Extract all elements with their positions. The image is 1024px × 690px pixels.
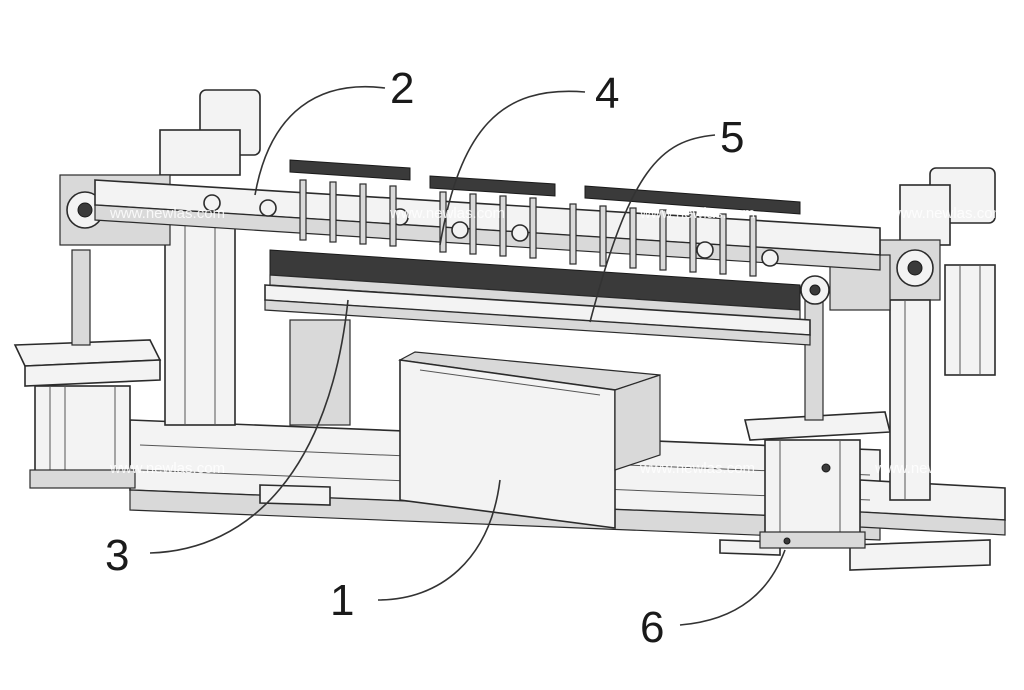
leader-2 bbox=[254, 86, 386, 196]
watermark-5: www.newlas.com bbox=[109, 460, 225, 477]
watermark-3: www.newlas.com bbox=[639, 205, 755, 222]
clamp-array bbox=[264, 159, 811, 346]
leader-3 bbox=[149, 299, 349, 554]
main-beam bbox=[94, 179, 881, 271]
clamp-posts bbox=[299, 179, 757, 277]
callout-1: 1 bbox=[330, 576, 354, 625]
watermark-4: www.newlas.com bbox=[889, 205, 1005, 222]
callout-2: 2 bbox=[390, 64, 414, 113]
leader-lines bbox=[149, 86, 786, 626]
watermark-7: www.newlas.com bbox=[874, 460, 990, 477]
watermark-1: www.newlas.com bbox=[109, 205, 225, 222]
leader-6 bbox=[679, 549, 786, 626]
callout-3: 3 bbox=[105, 531, 129, 580]
left-upright bbox=[59, 89, 351, 426]
watermark-6: www.newlas.com bbox=[639, 460, 755, 477]
watermark-2: www.newlas.com bbox=[389, 205, 505, 222]
leader-4 bbox=[439, 90, 586, 246]
callout-6: 6 bbox=[640, 603, 664, 652]
left-cylinder bbox=[13, 249, 162, 489]
callout-4: 4 bbox=[595, 69, 619, 118]
leader-5 bbox=[589, 134, 716, 323]
callout-5: 5 bbox=[720, 113, 744, 162]
leader-1 bbox=[377, 479, 501, 601]
right-upright bbox=[800, 167, 996, 501]
electrical-cabinet bbox=[398, 351, 661, 529]
